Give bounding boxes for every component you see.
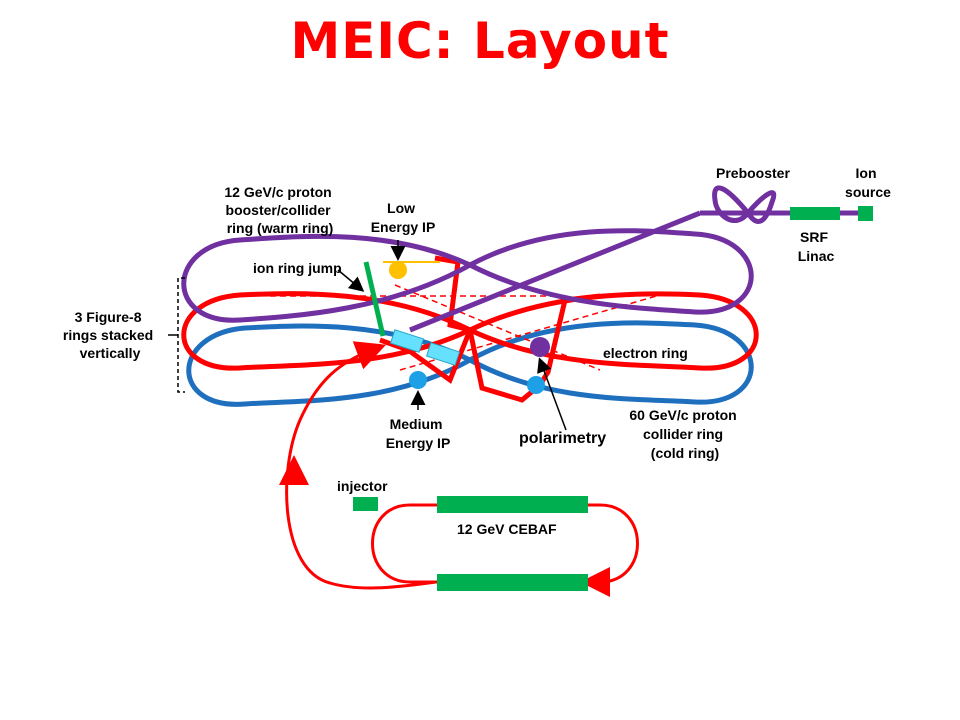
warm-ring [181,185,858,333]
cebaf-loop [279,341,639,597]
electron-ring-label: electron ring [603,345,688,361]
polarimetry-dot [527,376,545,394]
ion-source-block [858,206,873,221]
page-title: MEIC: Layout [290,12,670,70]
medium-energy-ip-label: Medium Energy IP [386,416,451,451]
ion-source-label: Ion source [845,165,891,200]
proton-collider-label: 60 GeV/c proton collider ring (cold ring… [629,407,740,461]
figure8-label: 3 Figure-8 rings stacked vertically [63,309,157,361]
cebaf-linac-top [437,496,588,513]
srf-linac [790,207,840,220]
prebooster-label: Prebooster [716,165,790,181]
medium-energy-ip-dot [409,371,427,389]
proton-booster-label: 12 GeV/c proton booster/collider ring (w… [224,184,335,236]
srf-linac-label: SRF Linac [798,229,835,264]
electron-ip-dot [530,337,550,357]
low-energy-ip-dot [389,261,407,279]
injector-label: injector [337,478,388,494]
leader-arrows [337,240,567,431]
cebaf-linac-bottom [437,574,588,591]
ion-ring-jump-label: ion ring jump [253,260,342,276]
cebaf-label: 12 GeV CEBAF [457,521,557,537]
magnets [389,329,461,366]
cold-ring [186,320,754,407]
injector-block [353,497,378,511]
low-energy-ip-label: Low Energy IP [371,200,436,235]
ion-ring-jump-line [363,261,386,337]
polarimetry-label: polarimetry [519,430,606,447]
